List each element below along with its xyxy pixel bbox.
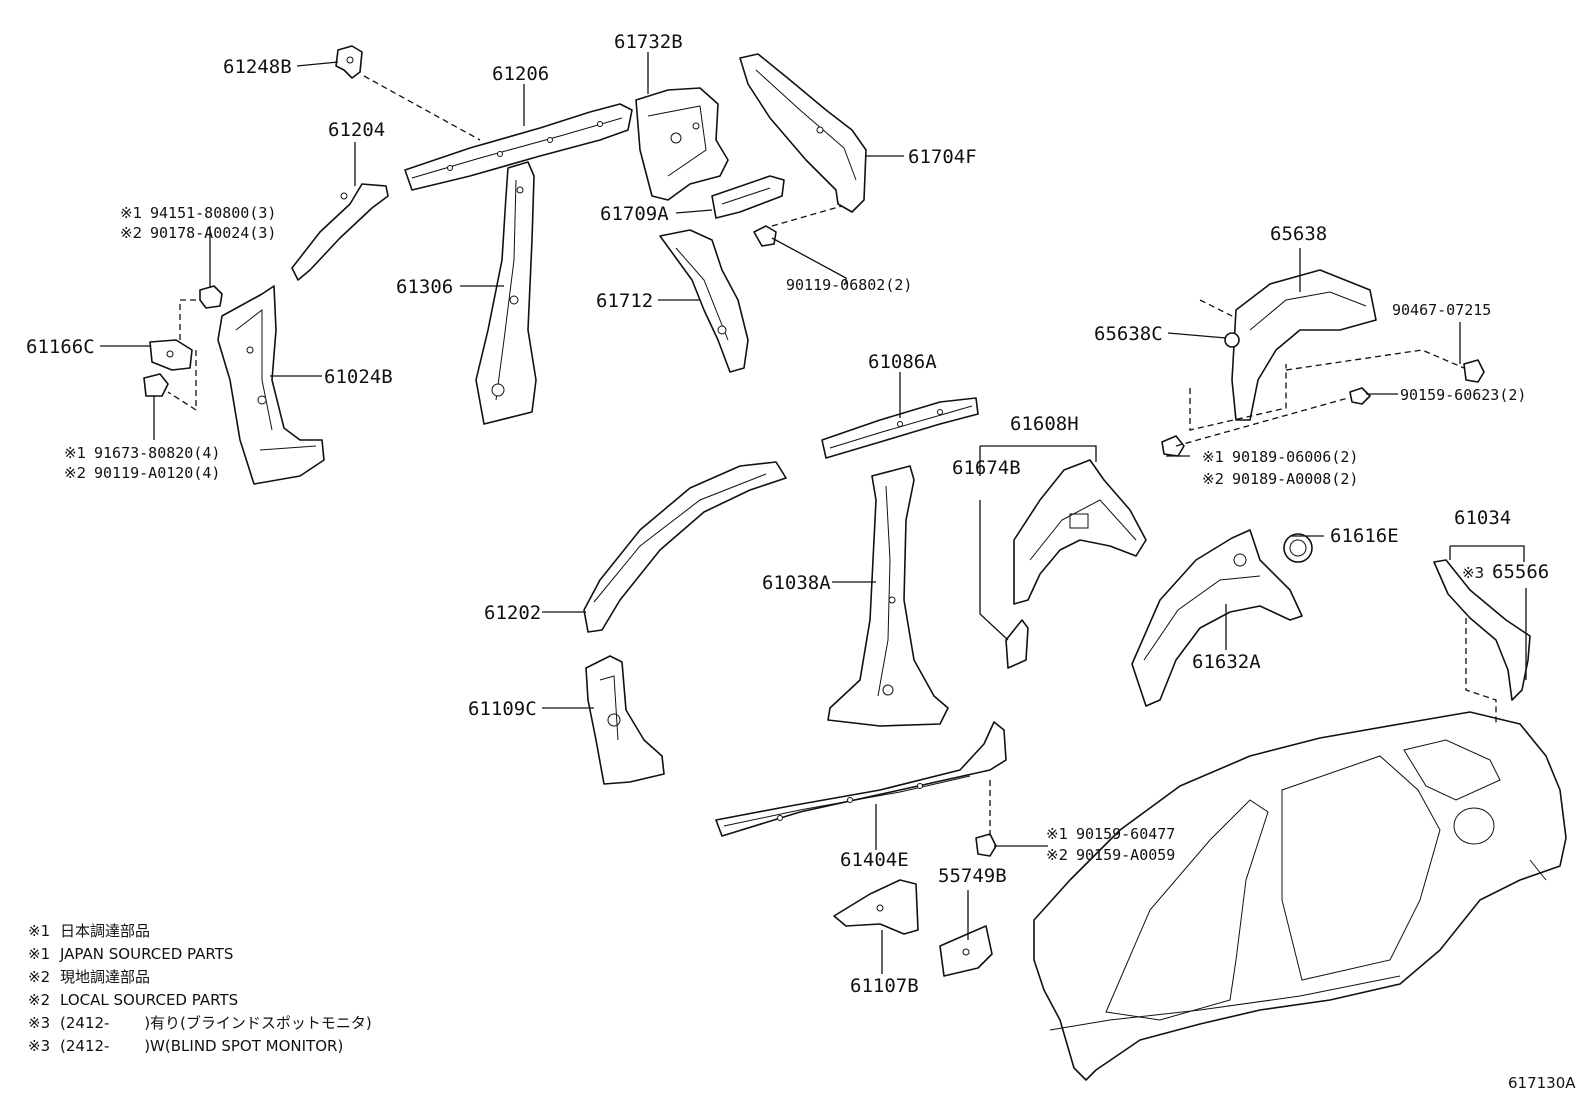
part-61732b[interactable]	[635, 87, 729, 201]
callout-61632a[interactable]: 61632A	[1192, 651, 1261, 673]
callout-90178-a0024[interactable]: 90178-A0024(3)	[150, 224, 276, 242]
callout-61206[interactable]: 61206	[492, 63, 549, 85]
callout-90119-a0120[interactable]: 90119-A0120(4)	[94, 464, 220, 482]
callout-61404e[interactable]: 61404E	[840, 849, 909, 871]
mark2-90159: ※2	[1046, 846, 1068, 864]
part-61024b[interactable]	[217, 285, 325, 485]
callout-61109c[interactable]: 61109C	[468, 698, 537, 720]
callout-65566[interactable]: 65566	[1492, 561, 1549, 583]
figure-number: 617130A	[1508, 1074, 1576, 1092]
callout-90159-60623[interactable]: 90159-60623(2)	[1400, 386, 1526, 404]
callout-61306[interactable]: 61306	[396, 276, 453, 298]
legend-text: 日本調達部品	[60, 922, 150, 940]
part-61704f[interactable]	[739, 53, 867, 213]
callout-61712[interactable]: 61712	[596, 290, 653, 312]
leader-lines	[100, 52, 1527, 974]
bolt-90119-06802[interactable]	[753, 225, 777, 247]
mark1-90159: ※1	[1046, 825, 1068, 843]
part-61404e[interactable]	[715, 721, 1007, 837]
legend-mark: ※1	[28, 945, 50, 963]
legend-text: 現地調達部品	[60, 968, 150, 986]
callout-61034[interactable]: 61034	[1454, 507, 1511, 529]
callout-94151-80800[interactable]: 94151-80800(3)	[150, 204, 276, 222]
bolt-90467-07215[interactable]	[1463, 359, 1485, 383]
dashed-lines	[167, 75, 1497, 836]
callout-90159-60477[interactable]: 90159-60477	[1076, 825, 1175, 843]
legend: ※1 日本調達部品 ※1 JAPAN SOURCED PARTS ※2 現地調達…	[28, 922, 372, 1055]
part-65638[interactable]	[1231, 269, 1377, 421]
callout-90189-a0008[interactable]: 90189-A0008(2)	[1232, 470, 1358, 488]
mark3-65566: ※3	[1462, 564, 1484, 582]
part-61166c[interactable]	[149, 339, 193, 371]
legend-mark: ※1	[28, 922, 50, 940]
part-61608h[interactable]	[1013, 459, 1147, 605]
callout-61086a[interactable]: 61086A	[868, 351, 937, 373]
part-61712[interactable]	[659, 229, 749, 373]
part-61306[interactable]	[475, 161, 537, 425]
part-65566[interactable]	[1433, 559, 1531, 701]
mark2-90189: ※2	[1202, 470, 1224, 488]
callout-65638[interactable]: 65638	[1270, 223, 1327, 245]
callout-90189-06006[interactable]: 90189-06006(2)	[1232, 448, 1358, 466]
part-55749b[interactable]	[939, 925, 993, 977]
legend-mark: ※3	[28, 1014, 50, 1032]
callout-61024b[interactable]: 61024B	[324, 366, 393, 388]
part-61109c[interactable]	[585, 655, 665, 785]
part-61038a[interactable]	[827, 465, 949, 727]
part-body-side-outer[interactable]	[1033, 711, 1567, 1081]
screw-90159-60623[interactable]	[1349, 387, 1371, 405]
part-61206[interactable]	[404, 103, 633, 191]
callout-61616e[interactable]: 61616E	[1330, 525, 1399, 547]
labels: 61248B 61206 61732B 61204 61704F 61709A …	[26, 31, 1549, 997]
part-61674b[interactable]	[1005, 619, 1029, 669]
mark1-94151: ※1	[120, 204, 142, 222]
callout-61704f[interactable]: 61704F	[908, 146, 977, 168]
mark2-90119: ※2	[64, 464, 86, 482]
bolt-90159-60477[interactable]	[975, 833, 997, 857]
legend-text: (2412- )有り(ブラインドスポットモニタ)	[60, 1014, 372, 1032]
legend-mark: ※3	[28, 1037, 50, 1055]
nut-94151-80800[interactable]	[199, 285, 223, 309]
callout-90159-a0059[interactable]: 90159-A0059	[1076, 846, 1175, 864]
callout-61166c[interactable]: 61166C	[26, 336, 95, 358]
callout-61608h[interactable]: 61608H	[1010, 413, 1079, 435]
callout-61204[interactable]: 61204	[328, 119, 385, 141]
legend-text: JAPAN SOURCED PARTS	[59, 945, 233, 963]
callout-90467-07215[interactable]: 90467-07215	[1392, 301, 1491, 319]
callout-65638c[interactable]: 65638C	[1094, 323, 1163, 345]
callout-61674b[interactable]: 61674B	[952, 457, 1021, 479]
callout-61107b[interactable]: 61107B	[850, 975, 919, 997]
mark1-91673: ※1	[64, 444, 86, 462]
part-61202[interactable]	[583, 461, 787, 633]
callout-90119-06802[interactable]: 90119-06802(2)	[786, 276, 912, 294]
bolt-91673-80820[interactable]	[143, 373, 169, 397]
callout-91673-80820[interactable]: 91673-80820(4)	[94, 444, 220, 462]
legend-text: LOCAL SOURCED PARTS	[60, 991, 238, 1009]
part-61709a[interactable]	[711, 175, 785, 219]
callout-61709a[interactable]: 61709A	[600, 203, 669, 225]
callout-61732b[interactable]: 61732B	[614, 31, 683, 53]
clip-90189-06006[interactable]	[1161, 435, 1185, 457]
part-61632a[interactable]	[1131, 529, 1303, 707]
callout-61248b[interactable]: 61248B	[223, 56, 292, 78]
callout-61038a[interactable]: 61038A	[762, 572, 831, 594]
part-61107b[interactable]	[833, 879, 919, 935]
part-61616e[interactable]	[1283, 533, 1313, 563]
part-61248b[interactable]	[335, 45, 363, 79]
part-61204[interactable]	[291, 183, 389, 281]
legend-text: (2412- )W(BLIND SPOT MONITOR)	[60, 1037, 343, 1055]
nut-65638c[interactable]	[1224, 332, 1240, 348]
part-61086a[interactable]	[821, 397, 979, 459]
legend-mark: ※2	[28, 991, 50, 1009]
legend-mark: ※2	[28, 968, 50, 986]
mark2-90178: ※2	[120, 224, 142, 242]
mark1-90189: ※1	[1202, 448, 1224, 466]
callout-61202[interactable]: 61202	[484, 602, 541, 624]
callout-55749b[interactable]: 55749B	[938, 865, 1007, 887]
